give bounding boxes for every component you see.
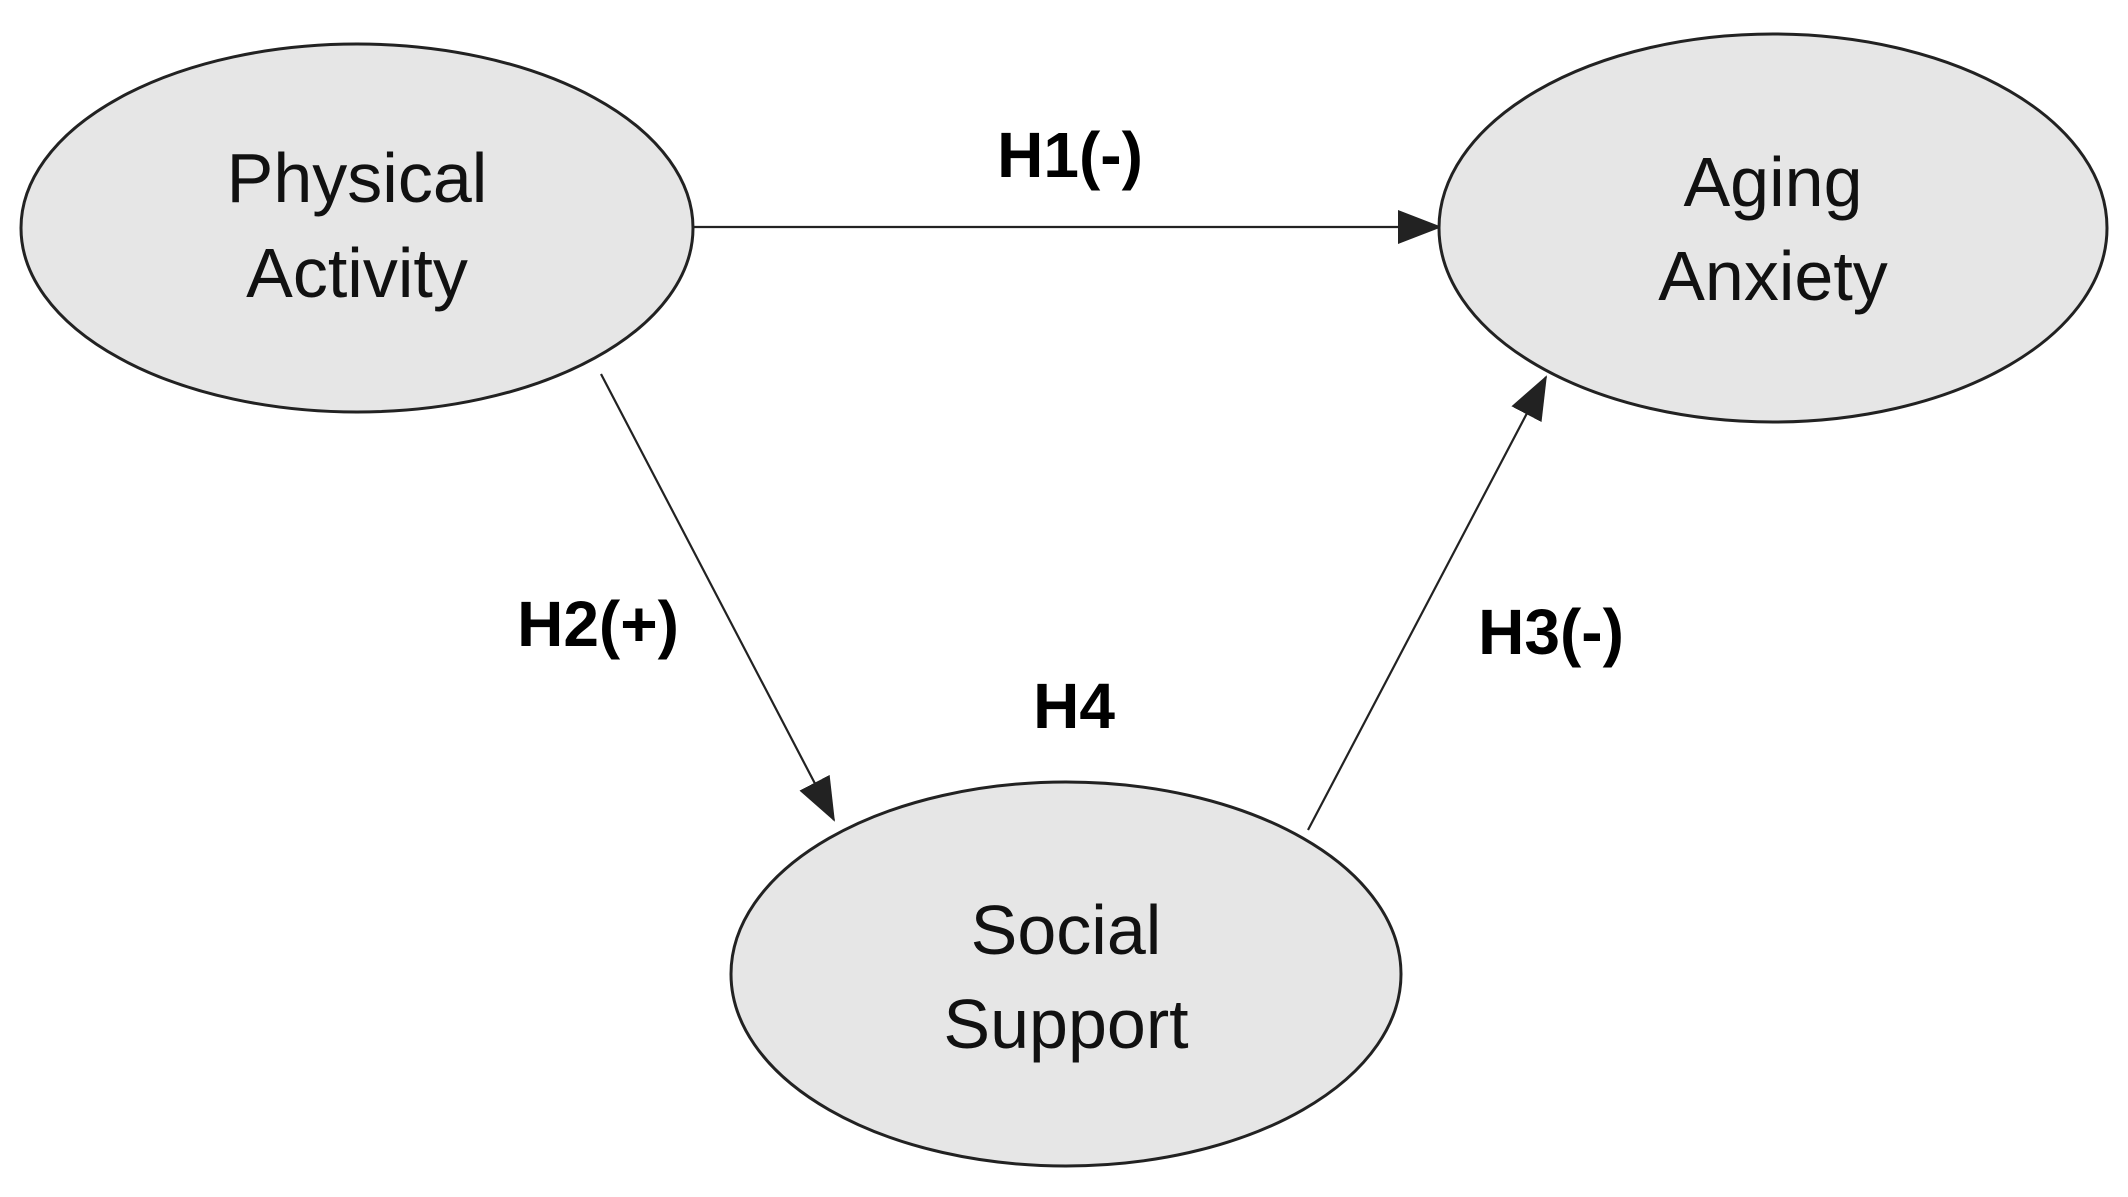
node-physical-activity-ellipse	[19, 42, 695, 414]
edges	[600, 210, 1547, 831]
node-physical-activity-label-line2: Activity	[246, 234, 468, 312]
edge-label-h3: H3(-)	[1478, 596, 1624, 668]
mediation-label-h4: H4	[1033, 670, 1115, 742]
edge-h3-social-to-aging	[1307, 375, 1547, 831]
node-social-support: Social Support	[729, 780, 1403, 1168]
node-social-support-label-line2: Support	[943, 985, 1188, 1063]
node-physical-activity: Physical Activity	[19, 42, 695, 414]
edge-label-h1: H1(-)	[997, 119, 1143, 191]
edge-label-h2: H2(+)	[517, 588, 679, 660]
node-aging-anxiety: Aging Anxiety	[1437, 32, 2109, 424]
edge-h2-physical-to-social	[600, 373, 835, 822]
node-physical-activity-label-line1: Physical	[227, 139, 488, 217]
node-aging-anxiety-ellipse	[1437, 32, 2109, 424]
node-social-support-ellipse	[729, 780, 1403, 1168]
node-social-support-label-line1: Social	[971, 891, 1162, 969]
node-aging-anxiety-label-line2: Anxiety	[1658, 237, 1888, 315]
node-aging-anxiety-label-line1: Aging	[1683, 143, 1862, 221]
